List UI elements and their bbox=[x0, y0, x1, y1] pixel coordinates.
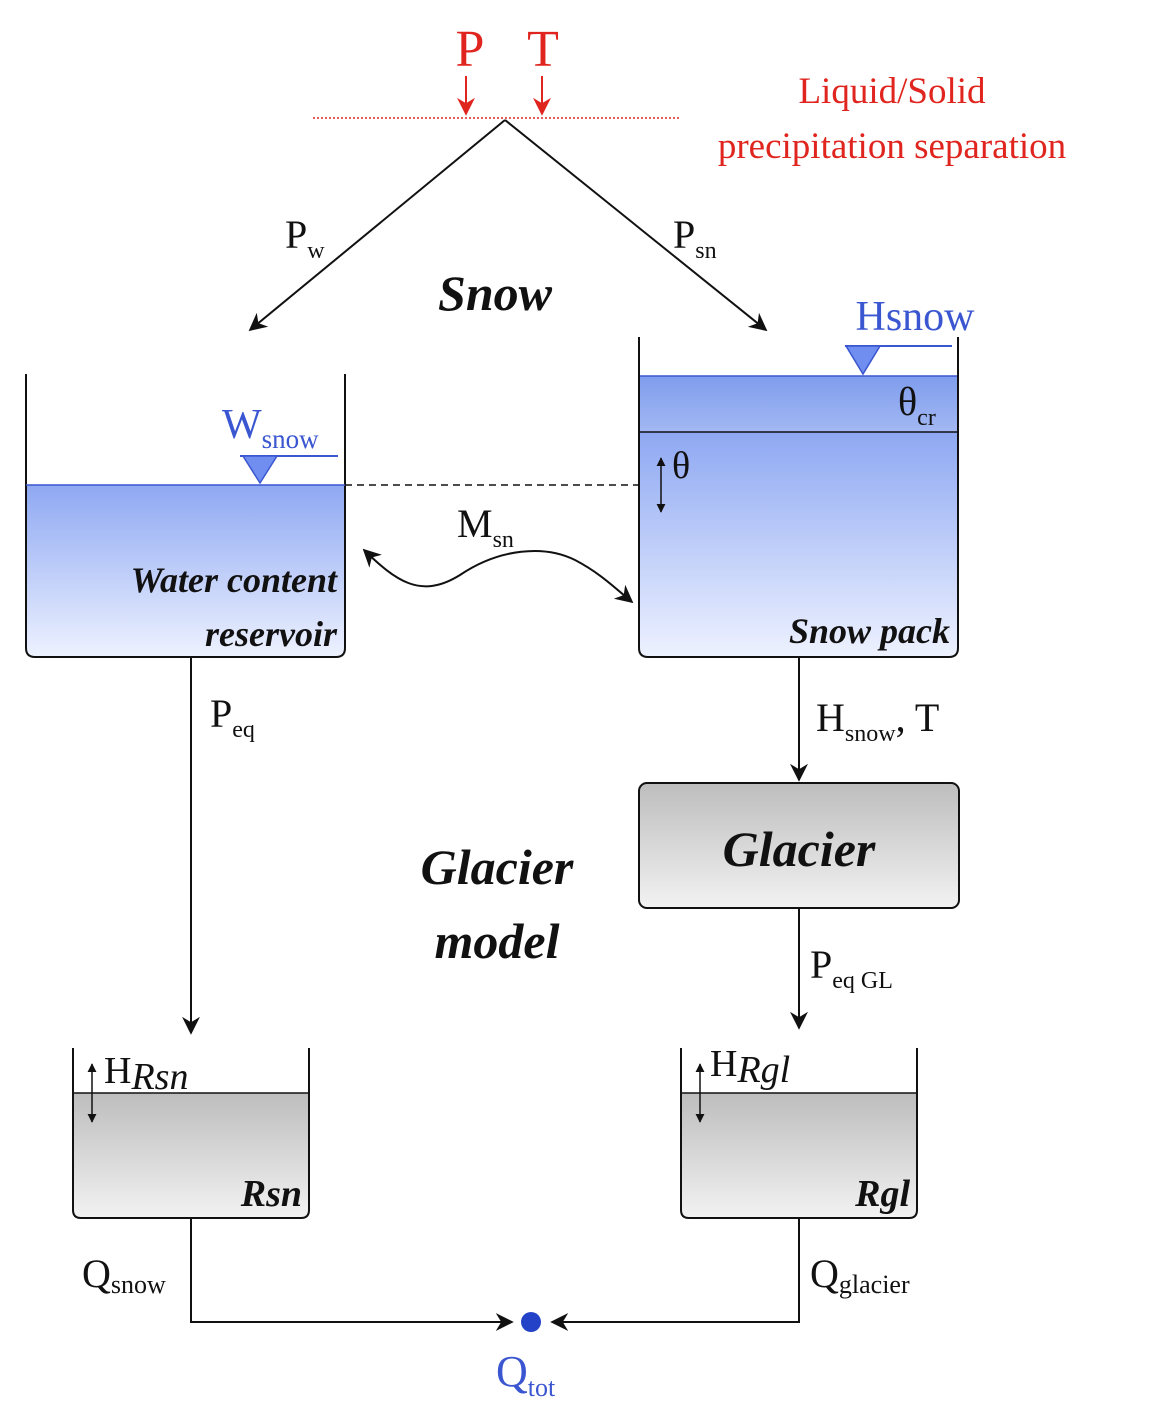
precip-label: P bbox=[456, 21, 485, 78]
psn-label: Psn bbox=[673, 212, 717, 264]
msn-exchange-arrow bbox=[362, 548, 634, 604]
rgl-reservoir: HRgl Rgl bbox=[680, 1043, 918, 1219]
rsn-reservoir: HRsn Rsn bbox=[72, 1048, 310, 1219]
h-rgl-label: HRgl bbox=[710, 1043, 790, 1091]
pw-arrow bbox=[248, 119, 506, 332]
glacier-label: Glacier bbox=[723, 821, 876, 877]
psn-arrow bbox=[504, 119, 768, 332]
rgl-label: Rgl bbox=[854, 1173, 910, 1215]
water-tank-outline bbox=[25, 374, 346, 658]
precip-input: P bbox=[456, 21, 485, 116]
qglacier-label: Qglacier bbox=[810, 1251, 910, 1299]
snowpack-label: Snow pack bbox=[789, 611, 950, 651]
separation-label-line1: Liquid/Solid bbox=[798, 71, 986, 112]
wsnow-label: Wsnow bbox=[222, 402, 319, 454]
glacier-box: Glacier bbox=[638, 782, 960, 909]
water-fill bbox=[26, 485, 345, 657]
wsnow-triangle-icon bbox=[241, 455, 279, 485]
snowpack-critical-layer bbox=[639, 376, 958, 432]
h-rsn-label: HRsn bbox=[104, 1050, 188, 1098]
temp-input: T bbox=[527, 21, 559, 116]
separation-label-line2: precipitation separation bbox=[718, 126, 1066, 167]
rsn-label: Rsn bbox=[240, 1173, 302, 1215]
hsnow-triangle-icon bbox=[844, 345, 882, 376]
peq-label: Peq bbox=[210, 691, 255, 743]
qtot-label: Qtot bbox=[496, 1347, 556, 1402]
qglacier-flow-line bbox=[550, 1218, 800, 1331]
msn-label: Msn bbox=[457, 501, 514, 553]
snow-section-title: Snow bbox=[438, 265, 553, 321]
temp-label: T bbox=[527, 21, 559, 78]
snowpack-fill bbox=[639, 432, 958, 657]
rgl-fill bbox=[681, 1093, 917, 1218]
water-reservoir-label-line1: Water content bbox=[131, 560, 338, 600]
peq-gl-label: Peq GL bbox=[810, 942, 893, 994]
qtot-outlet-dot bbox=[521, 1312, 541, 1332]
theta-label: θ bbox=[672, 445, 690, 487]
water-reservoir-label-line2: reservoir bbox=[205, 614, 338, 654]
hsnow-t-label: Hsnow, T bbox=[816, 695, 939, 747]
glacier-model-title-line2: model bbox=[435, 913, 560, 969]
water-content-reservoir: Wsnow Water content reservoir bbox=[25, 374, 346, 658]
theta-cr-label: θcr bbox=[898, 379, 936, 431]
pw-label: Pw bbox=[285, 212, 325, 264]
rsn-fill bbox=[73, 1093, 309, 1218]
qsnow-flow-line bbox=[190, 1218, 514, 1331]
hsnow-level-label: Hsnow bbox=[855, 294, 975, 340]
glacier-model-title-line1: Glacier bbox=[421, 839, 574, 895]
qsnow-label: Qsnow bbox=[82, 1251, 166, 1299]
snow-pack-reservoir: Hsnow θcr θ Snow pack bbox=[638, 294, 975, 658]
